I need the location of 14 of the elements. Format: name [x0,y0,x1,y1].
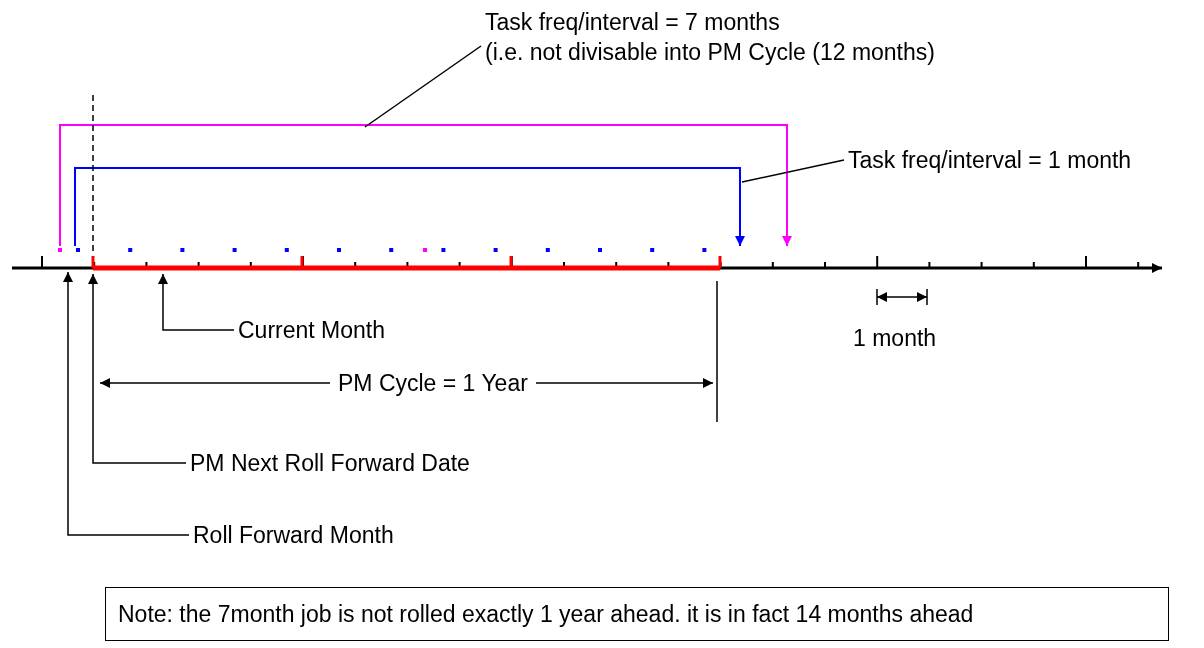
interval-arrow [59,124,792,247]
leader-arrow [88,273,187,464]
callout-label: Current Month [238,316,385,344]
leader-line [741,159,845,183]
note-box: Note: the 7month job is not rolled exactly 1 year ahead. it is in fact 14 months ahead [105,587,1169,641]
annotation-text: Task freq/interval = 7 months [485,8,781,36]
callout-label: PM Next Roll Forward Date [190,449,470,477]
annotation-text: Task freq/interval = 1 month [848,146,1132,174]
leader-arrow [158,273,235,331]
leader-line [364,45,482,128]
leader-arrow [63,271,190,536]
dimension-label: 1 month [853,324,937,352]
annotation-text: (i.e. not divisable into PM Cycle (12 months) [485,38,935,66]
callout-label: Roll Forward Month [193,521,394,549]
